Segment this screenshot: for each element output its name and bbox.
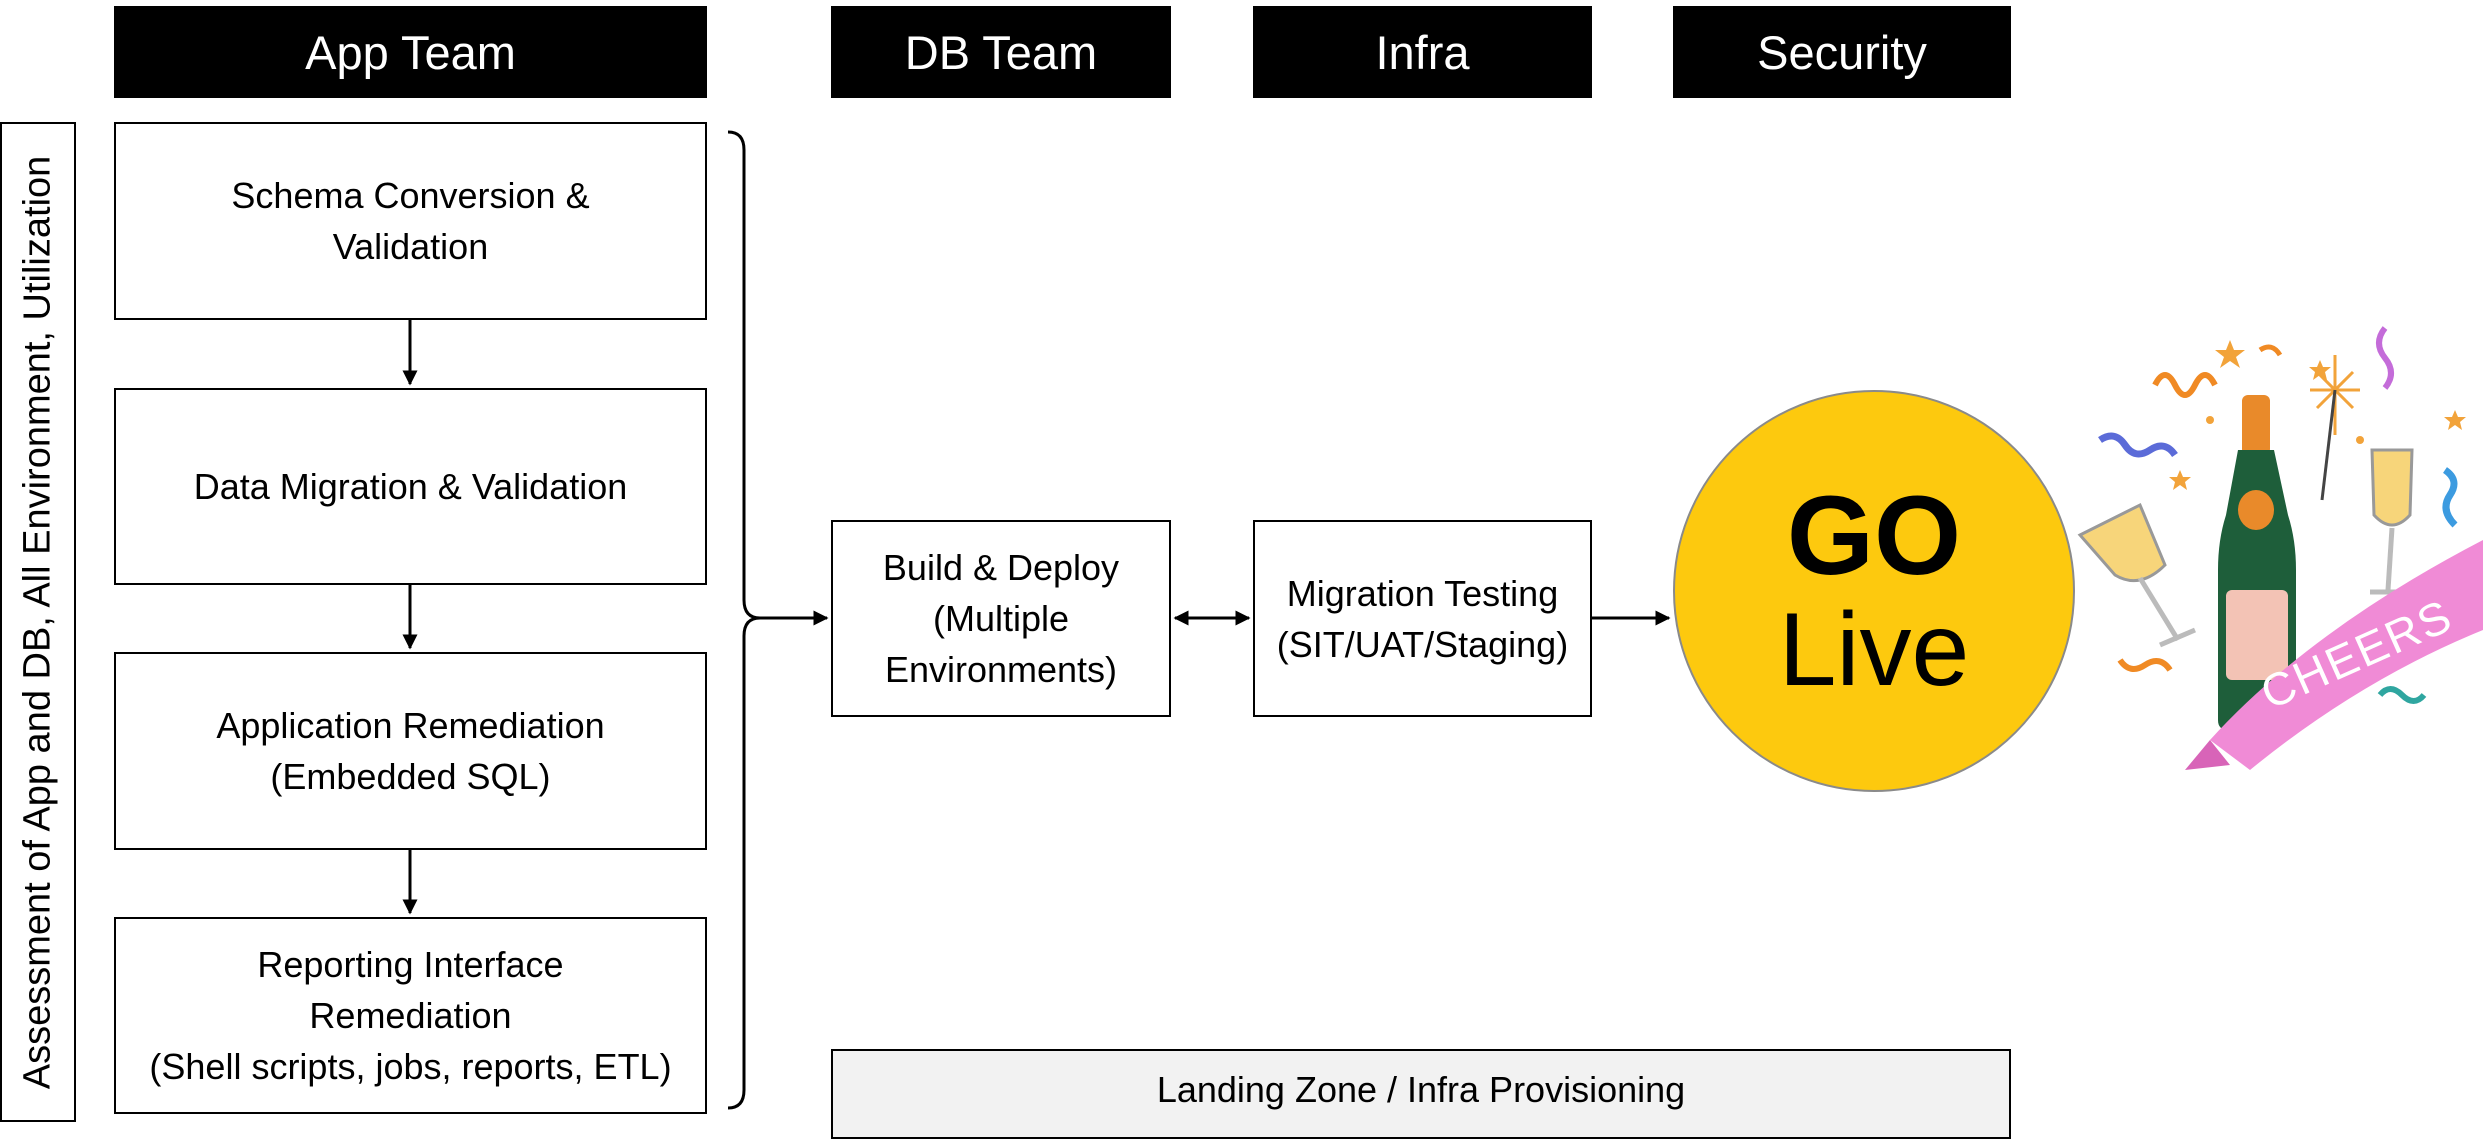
cheers-celebration-illustration: CHEERS [2077, 326, 2483, 770]
go-text: GO [1786, 473, 1962, 598]
champagne-glass-right-icon [2370, 448, 2414, 595]
landing-zone-bar: Landing Zone / Infra Provisioning [831, 1049, 2011, 1139]
step-data-migration: Data Migration & Validation [114, 388, 707, 585]
champagne-bottle-icon [2218, 395, 2296, 730]
build-deploy-box: Build & Deploy (Multiple Environments) [831, 520, 1171, 717]
sparkler-icon [2310, 355, 2360, 501]
header-infra: Infra [1253, 6, 1592, 98]
live-text: Live [1778, 592, 1970, 708]
step-schema-conversion: Schema Conversion & Validation [114, 122, 707, 320]
migration-testing-box: Migration Testing (SIT/UAT/Staging) [1253, 520, 1592, 717]
header-app-team: App Team [114, 6, 707, 98]
champagne-glass-left-icon [2077, 502, 2196, 648]
header-security: Security [1673, 6, 2011, 98]
app-team-bracket [727, 130, 761, 1110]
step-reporting-remediation: Reporting Interface Remediation (Shell s… [114, 917, 707, 1114]
assessment-label-box: Assessment of App and DB, All Environmen… [0, 122, 76, 1122]
confetti-icon [2098, 326, 2466, 704]
step-application-remediation: Application Remediation (Embedded SQL) [114, 652, 707, 850]
header-db-team: DB Team [831, 6, 1171, 98]
go-live-circle: GO Live [1673, 390, 2075, 792]
